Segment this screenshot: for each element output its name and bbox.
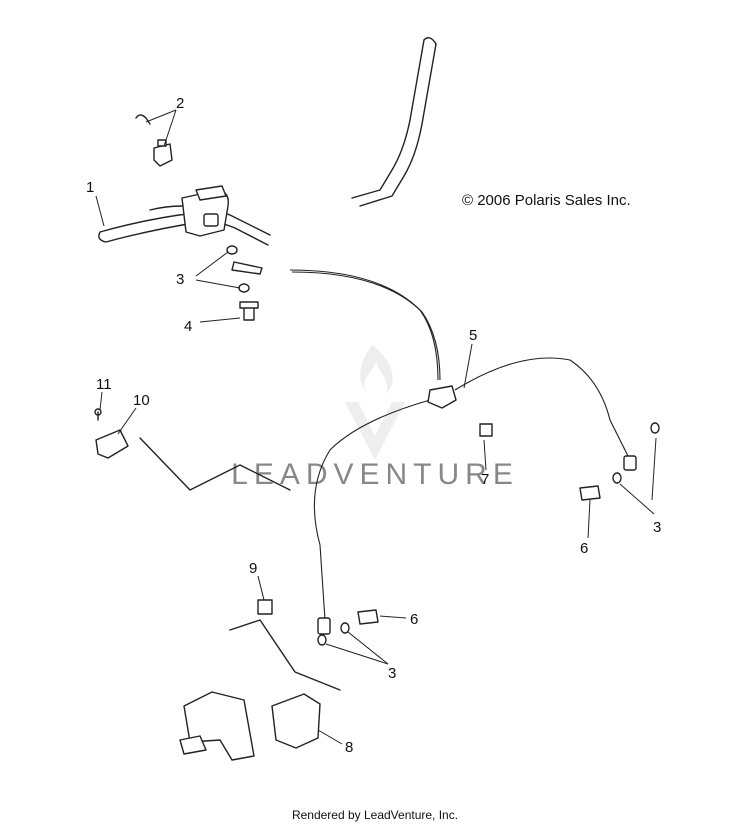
upper-banjo-fittings — [226, 245, 263, 321]
callout-labels: 1 2 3 4 5 3 6 7 11 10 9 6 3 8 — [86, 95, 661, 756]
footer-credit: Rendered by LeadVenture, Inc. — [291, 808, 459, 822]
hose-bracket — [95, 429, 129, 459]
callout-4: 4 — [184, 318, 192, 335]
watermark-text: LEADVENTURE — [231, 458, 519, 491]
watermark-chevron-icon — [345, 402, 405, 460]
right-hose — [454, 357, 631, 461]
callout-6a: 6 — [580, 540, 588, 557]
lower-fittings — [229, 599, 379, 691]
bracket-parts — [94, 408, 291, 491]
callout-5: 5 — [469, 327, 477, 344]
left-hose — [313, 399, 431, 621]
callout-3b: 3 — [653, 519, 661, 536]
callout-3a: 3 — [176, 271, 184, 288]
brake-switch — [135, 114, 173, 167]
callout-1: 1 — [86, 179, 94, 196]
reservoir-cap — [195, 185, 227, 201]
callout-11: 11 — [96, 376, 112, 393]
callout-2: 2 — [176, 95, 184, 112]
master-cylinder-lever — [98, 185, 229, 243]
copyright-text: © 2006 Polaris Sales Inc. — [462, 192, 631, 209]
callout-9: 9 — [249, 560, 257, 577]
leadventure-watermark: LEADVENTURE — [231, 345, 519, 491]
callout-3c: 3 — [388, 665, 396, 682]
callout-6b: 6 — [410, 611, 418, 628]
leader-lines — [95, 109, 657, 745]
brake-lever — [98, 212, 201, 243]
callout-10: 10 — [133, 392, 150, 409]
spindle-caliper — [179, 691, 321, 761]
brake-caliper — [271, 693, 321, 749]
callout-7: 7 — [481, 471, 489, 488]
callout-8: 8 — [345, 739, 353, 756]
brake-hoses — [289, 269, 637, 635]
tee-fitting — [427, 385, 457, 409]
watermark-flame-icon — [360, 345, 393, 394]
right-fittings — [479, 422, 660, 501]
